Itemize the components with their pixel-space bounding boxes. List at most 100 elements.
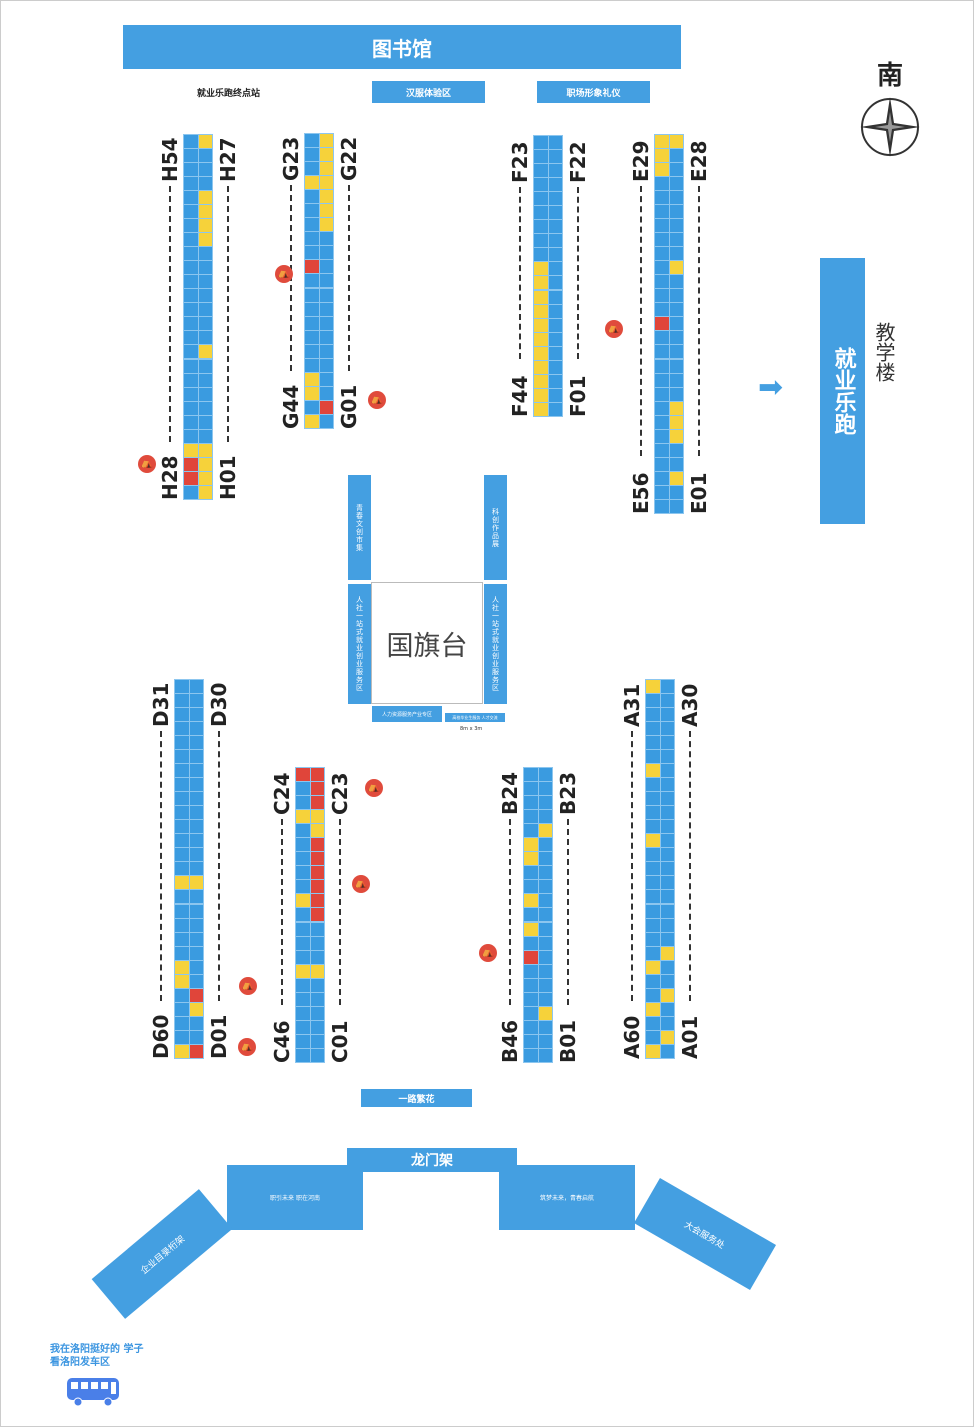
booth-cell[interactable]	[296, 950, 310, 964]
booth-cell[interactable]	[524, 992, 538, 1006]
booth-cell[interactable]	[184, 345, 198, 359]
booth-cell[interactable]	[548, 290, 562, 304]
booth-cell[interactable]	[646, 918, 660, 932]
booth-cell[interactable]	[538, 1006, 552, 1020]
booth-cell[interactable]	[548, 360, 562, 374]
booth-cell[interactable]	[175, 806, 189, 820]
booth-cell[interactable]	[296, 908, 310, 922]
booth-cell[interactable]	[189, 904, 203, 918]
booth-cell[interactable]	[184, 233, 198, 247]
booth-cell[interactable]	[538, 936, 552, 950]
booth-cell[interactable]	[655, 415, 669, 429]
booth-cell[interactable]	[175, 764, 189, 778]
booth-cell[interactable]	[198, 177, 212, 191]
booth-cell[interactable]	[669, 415, 683, 429]
booth-cell[interactable]	[534, 332, 548, 346]
booth-cell[interactable]	[175, 1044, 189, 1058]
booth-cell[interactable]	[189, 988, 203, 1002]
booth-cell[interactable]	[189, 806, 203, 820]
booth-cell[interactable]	[660, 694, 674, 708]
booth-cell[interactable]	[319, 414, 333, 428]
booth-cell[interactable]	[524, 908, 538, 922]
booth-cell[interactable]	[655, 457, 669, 471]
booth-cell[interactable]	[646, 890, 660, 904]
booth-cell[interactable]	[534, 192, 548, 206]
booth-cell[interactable]	[175, 736, 189, 750]
booth-cell[interactable]	[534, 248, 548, 262]
booth-cell[interactable]	[310, 824, 324, 838]
booth-cell[interactable]	[184, 177, 198, 191]
booth-cell[interactable]	[198, 429, 212, 443]
booth-cell[interactable]	[184, 303, 198, 317]
booth-cell[interactable]	[655, 345, 669, 359]
booth-cell[interactable]	[305, 316, 319, 330]
booth-cell[interactable]	[655, 247, 669, 261]
booth-cell[interactable]	[189, 750, 203, 764]
facility-marker-icon[interactable]: ⛺	[479, 944, 497, 962]
booth-cell[interactable]	[669, 205, 683, 219]
booth-cell[interactable]	[189, 1016, 203, 1030]
booth-cell[interactable]	[524, 796, 538, 810]
booth-cell[interactable]	[655, 359, 669, 373]
booth-cell[interactable]	[319, 316, 333, 330]
booth-cell[interactable]	[534, 206, 548, 220]
booth-cell[interactable]	[319, 232, 333, 246]
booth-cell[interactable]	[646, 764, 660, 778]
booth-cell[interactable]	[669, 177, 683, 191]
booth-cell[interactable]	[538, 768, 552, 781]
booth-cell[interactable]	[524, 1006, 538, 1020]
booth-cell[interactable]	[524, 936, 538, 950]
booth-cell[interactable]	[310, 782, 324, 796]
booth-cell[interactable]	[319, 134, 333, 147]
booth-cell[interactable]	[548, 332, 562, 346]
booth-cell[interactable]	[305, 274, 319, 288]
booth-cell[interactable]	[660, 680, 674, 693]
booth-cell[interactable]	[175, 904, 189, 918]
booth-cell[interactable]	[310, 866, 324, 880]
booth-cell[interactable]	[669, 499, 683, 513]
booth-cell[interactable]	[198, 415, 212, 429]
booth-cell[interactable]	[198, 387, 212, 401]
booth-cell[interactable]	[189, 1002, 203, 1016]
booth-cell[interactable]	[534, 360, 548, 374]
booth-cell[interactable]	[660, 778, 674, 792]
booth-cell[interactable]	[296, 936, 310, 950]
booth-cell[interactable]	[669, 345, 683, 359]
booth-cell[interactable]	[538, 880, 552, 894]
booth-cell[interactable]	[548, 346, 562, 360]
booth-cell[interactable]	[548, 262, 562, 276]
booth-cell[interactable]	[524, 894, 538, 908]
booth-cell[interactable]	[538, 1048, 552, 1062]
booth-cell[interactable]	[660, 736, 674, 750]
booth-cell[interactable]	[305, 218, 319, 232]
booth-cell[interactable]	[296, 810, 310, 824]
booth-cell[interactable]	[319, 176, 333, 190]
booth-cell[interactable]	[655, 191, 669, 205]
booth-cell[interactable]	[319, 260, 333, 274]
booth-cell[interactable]	[305, 414, 319, 428]
booth-cell[interactable]	[669, 359, 683, 373]
booth-cell[interactable]	[646, 876, 660, 890]
booth-cell[interactable]	[198, 401, 212, 415]
booth-cell[interactable]	[646, 974, 660, 988]
booth-cell[interactable]	[646, 904, 660, 918]
booth-cell[interactable]	[538, 852, 552, 866]
booth-cell[interactable]	[538, 796, 552, 810]
booth-cell[interactable]	[548, 248, 562, 262]
booth-cell[interactable]	[189, 834, 203, 848]
booth-cell[interactable]	[655, 429, 669, 443]
booth-cell[interactable]	[189, 890, 203, 904]
booth-cell[interactable]	[548, 276, 562, 290]
booth-cell[interactable]	[646, 820, 660, 834]
booth-cell[interactable]	[310, 936, 324, 950]
booth-cell[interactable]	[548, 206, 562, 220]
booth-cell[interactable]	[319, 274, 333, 288]
booth-cell[interactable]	[189, 792, 203, 806]
booth-cell[interactable]	[184, 275, 198, 289]
booth-cell[interactable]	[646, 1016, 660, 1030]
booth-cell[interactable]	[548, 374, 562, 388]
booth-cell[interactable]	[184, 359, 198, 373]
booth-cell[interactable]	[660, 1016, 674, 1030]
booth-cell[interactable]	[198, 261, 212, 275]
booth-cell[interactable]	[305, 232, 319, 246]
